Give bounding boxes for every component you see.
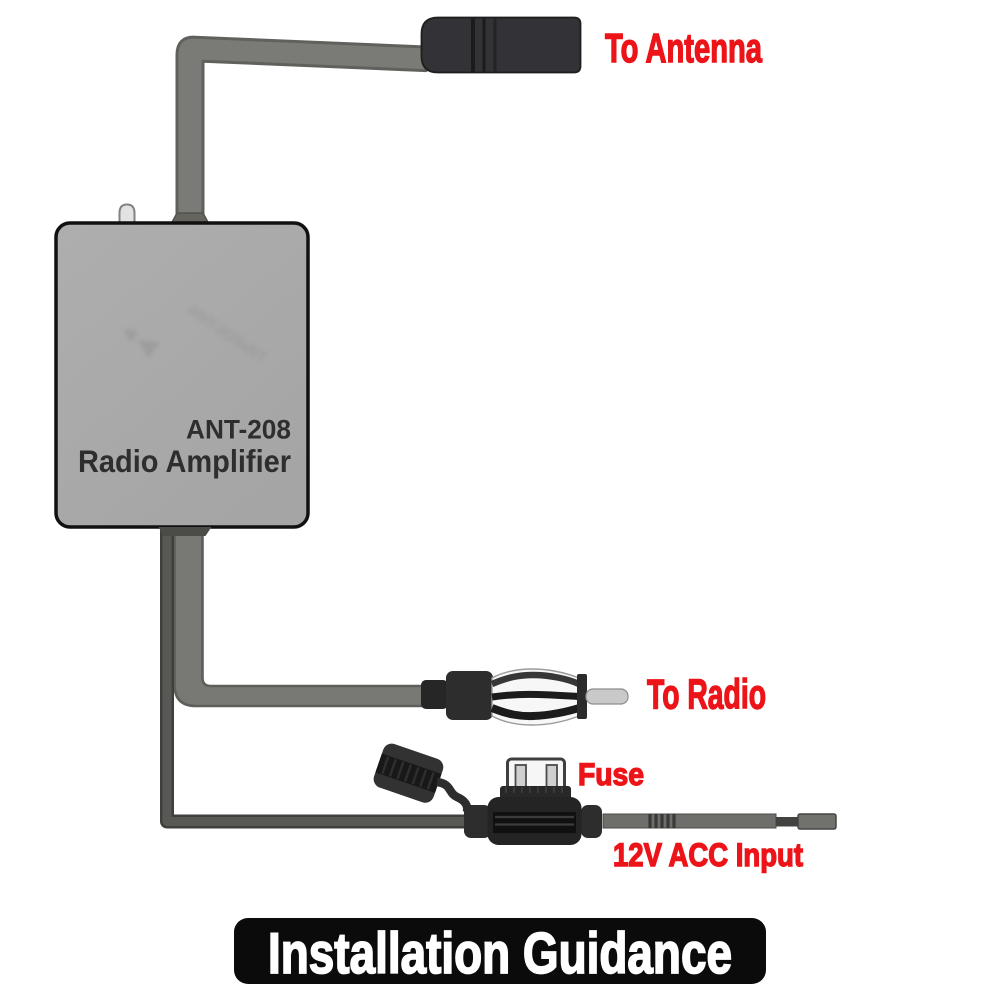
svg-text:Installation Guidance: Installation Guidance xyxy=(268,922,732,986)
svg-text:To Radio: To Radio xyxy=(647,671,766,718)
svg-text:Radio Amplifier: Radio Amplifier xyxy=(78,443,291,479)
svg-text:Fuse: Fuse xyxy=(578,757,644,792)
svg-text:To Antenna: To Antenna xyxy=(605,25,762,71)
svg-text:ANT-208: ANT-208 xyxy=(186,415,291,445)
svg-text:12V ACC Input: 12V ACC Input xyxy=(613,837,803,873)
